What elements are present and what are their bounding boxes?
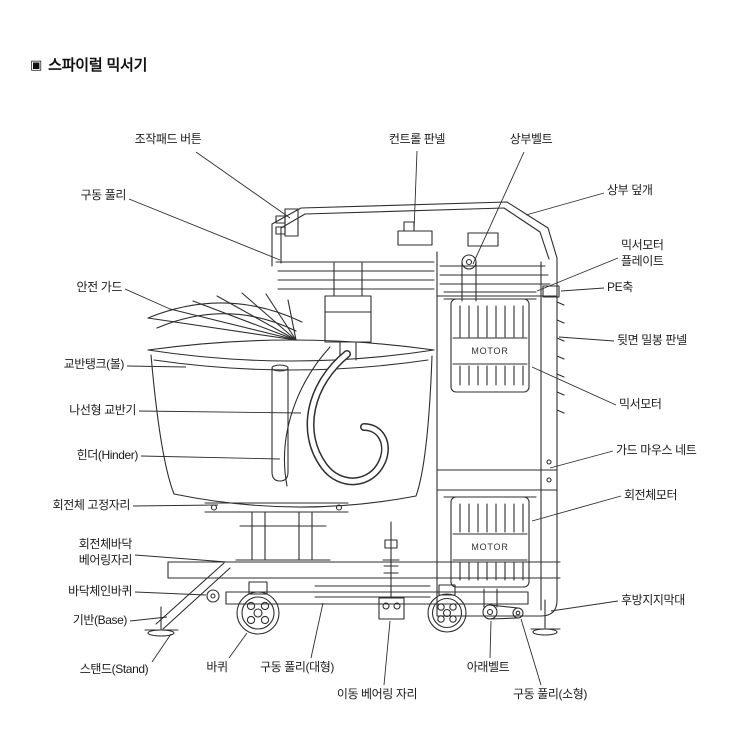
safety-guard-grate xyxy=(147,292,303,341)
label-safety-guard: 안전 가드 xyxy=(76,280,123,294)
label-rear-support-rod: 후방지지막대 xyxy=(621,593,685,607)
lower-belt-assembly xyxy=(482,588,524,620)
page-title-text: 스파이럴 믹서기 xyxy=(48,57,148,74)
large-pulley-and-bearing xyxy=(314,521,431,620)
leader-lines xyxy=(124,150,622,686)
label-drive-pulley-small: 구동 풀리(소형) xyxy=(513,687,587,701)
label-wheel: 바퀴 xyxy=(206,660,228,674)
mixer-motor-unit xyxy=(443,291,537,393)
wheels xyxy=(236,581,467,635)
mixing-bowl xyxy=(147,339,435,508)
upper-belt-assembly xyxy=(461,254,477,302)
label-mixer-motor-plate: 믹서모터 플레이트 xyxy=(621,238,664,268)
label-hinder: 힌더(Hinder) xyxy=(76,448,139,462)
label-rotator-motor: 회전체모터 xyxy=(624,488,678,502)
label-pe-shaft: PE축 xyxy=(607,280,633,294)
title-square-icon: ▣ xyxy=(30,57,43,72)
label-mixer-motor: 믹서모터 xyxy=(619,397,662,411)
label-mixing-tank-bowl: 교반탱크(볼) xyxy=(63,357,125,371)
label-lower-belt: 아래벨트 xyxy=(466,660,510,674)
label-rotator-bottom-bearing-seat: 회전체바닥 베어링자리 xyxy=(78,537,133,567)
label-drive-pulley: 구동 풀리 xyxy=(80,188,127,202)
label-base: 기반(Base) xyxy=(72,613,128,627)
label-control-pad-button: 조작패드 버튼 xyxy=(134,132,202,146)
label-moving-bearing-seat: 이동 베어링 자리 xyxy=(336,687,418,701)
label-upper-cover: 상부 덮개 xyxy=(607,183,653,197)
label-control-panel: 컨트롤 판넬 xyxy=(388,132,446,146)
motor-label-bottom: MOTOR xyxy=(471,542,508,552)
mixer-head xyxy=(271,201,558,297)
shaft-housing xyxy=(324,262,372,361)
spiral-hook xyxy=(306,350,389,486)
page-title: ▣ 스파이럴 믹서기 xyxy=(30,54,147,75)
body-column xyxy=(436,251,565,617)
label-rotator-fixing-seat: 회전체 고정자리 xyxy=(52,498,131,512)
label-floor-chain-wheel: 바닥체인바퀴 xyxy=(68,584,132,598)
label-drive-pulley-large: 구동 풀리(대형) xyxy=(260,660,334,674)
label-guard-mouth-net: 가드 마우스 네트 xyxy=(616,443,697,457)
base-frame xyxy=(144,561,561,637)
label-spiral-agitator: 나선형 교반기 xyxy=(69,403,136,417)
motor-label-top: MOTOR xyxy=(471,346,508,356)
label-stand: 스탠드(Stand) xyxy=(79,662,149,676)
rotator-motor-unit xyxy=(443,496,537,588)
label-upper-belt: 상부벨트 xyxy=(509,132,553,146)
label-rear-sealing-panel: 뒷면 밀봉 판넬 xyxy=(617,333,687,347)
bowl-pedestal xyxy=(204,502,349,561)
